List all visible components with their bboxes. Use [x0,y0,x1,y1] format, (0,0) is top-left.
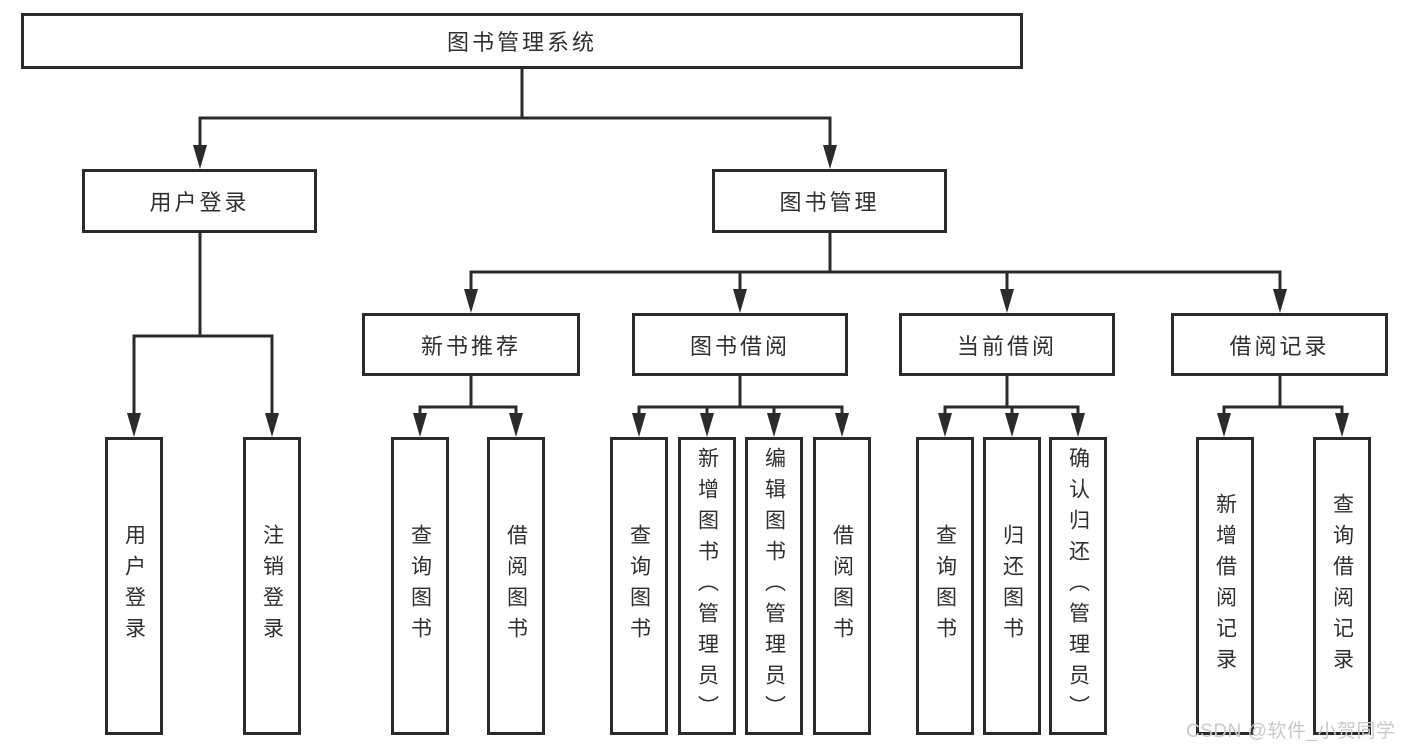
arrow-icon [193,145,207,169]
leaf-nb-borrow-books: 借阅图书 [487,437,545,735]
arrow-icon [938,413,952,437]
node-label: 当前借阅 [956,333,1057,359]
node-label: 确认归还（管理员） [1066,446,1090,726]
node-user-login: 用户登录 [82,169,317,233]
node-label: 注销登录 [260,524,284,648]
leaf-cb-query-books: 查询图书 [916,437,974,735]
node-label: 用户登录 [149,190,250,215]
node-root: 图书管理系统 [21,13,1023,69]
leaf-bb-edit-books-admin: 编辑图书（管理员） [745,437,803,735]
node-label: 借阅图书 [504,524,528,648]
node-label: 借阅图书 [830,524,854,648]
node-label: 用户登录 [122,524,146,648]
node-label: 查询图书 [933,524,957,648]
leaf-nb-query-books: 查询图书 [391,437,449,735]
leaf-cb-return-books: 归还图书 [983,437,1041,735]
arrow-icon [1217,413,1231,437]
leaf-br-add-record: 新增借阅记录 [1196,437,1254,735]
csdn-watermark: CSDN @软件_小贺同学 [1186,721,1396,742]
node-label: 编辑图书（管理员） [762,446,786,726]
leaf-bb-add-books-admin: 新增图书（管理员） [678,437,736,735]
arrow-icon [700,413,714,437]
arrow-icon [767,413,781,437]
node-current-borrowing: 当前借阅 [899,313,1115,376]
arrow-icon [632,413,646,437]
arrow-icon [1005,413,1019,437]
node-label: 图书借阅 [689,333,790,359]
leaf-logout: 注销登录 [243,437,301,735]
arrow-icon [265,413,279,437]
node-label: 查询图书 [627,524,651,648]
leaf-bb-borrow-books: 借阅图书 [813,437,871,735]
node-new-book-recommend: 新书推荐 [362,313,580,376]
arrow-icon [1000,289,1014,313]
leaf-bb-query-books: 查询图书 [610,437,668,735]
arrow-icon [509,413,523,437]
node-label: 借阅记录 [1229,333,1330,359]
arrow-icon [1071,413,1085,437]
arrow-icon [413,413,427,437]
arrow-icon [127,413,141,437]
node-label: 归还图书 [1000,524,1024,648]
node-book-borrowing: 图书借阅 [632,313,848,376]
node-label: 查询借阅记录 [1330,493,1354,679]
arrow-icon [1335,413,1349,437]
node-label: 图书管理 [779,190,880,215]
leaf-cb-confirm-return-admin: 确认归还（管理员） [1049,437,1107,735]
node-borrowing-records: 借阅记录 [1171,313,1388,376]
arrow-icon [733,289,747,313]
node-label: 新增借阅记录 [1213,493,1237,679]
arrow-icon [823,145,837,169]
node-book-management: 图书管理 [712,169,947,233]
leaf-user-login: 用户登录 [105,437,163,735]
leaf-br-query-record: 查询借阅记录 [1313,437,1371,735]
arrow-icon [464,289,478,313]
node-label: 新增图书（管理员） [695,446,719,726]
arrow-icon [835,413,849,437]
arrow-icon [1273,289,1287,313]
node-label: 新书推荐 [420,333,521,359]
node-label: 图书管理系统 [446,30,597,55]
node-label: 查询图书 [408,524,432,648]
